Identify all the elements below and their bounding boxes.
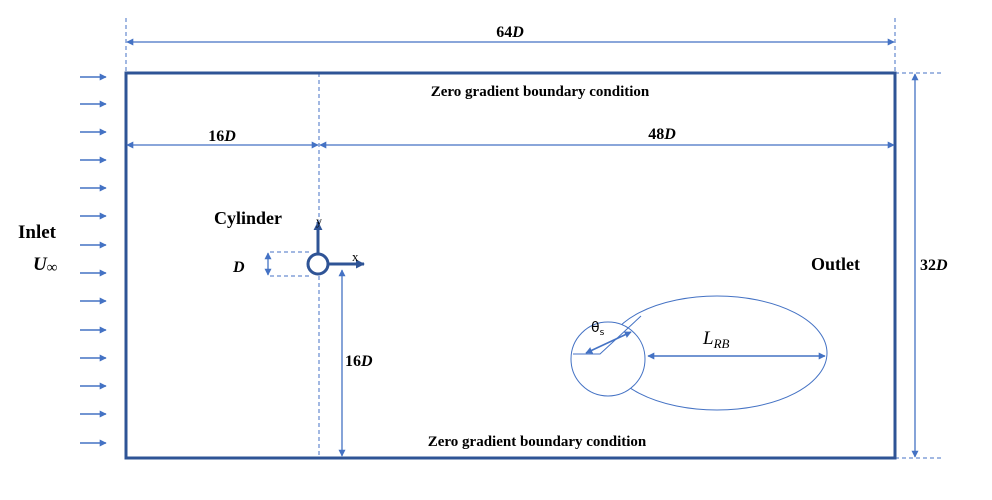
inflow-arrows (80, 73, 107, 447)
separation-arrow (585, 331, 632, 354)
domain-boundary (124, 71, 897, 460)
circle-icon (306, 252, 330, 276)
cylinder-group (306, 221, 365, 276)
downstream-label: 48D (648, 126, 676, 143)
bubble-cylinder (570, 321, 646, 397)
dimension-arrows (126, 38, 919, 458)
recirculation-length-label: LRB (702, 328, 730, 351)
height-label: 32D (920, 257, 948, 274)
separation-angle-lines (573, 315, 642, 355)
lower-label: 16D (345, 353, 373, 370)
upstream-label: 16D (208, 128, 236, 145)
separation-angle-label: θs (591, 320, 605, 338)
inlet-label: Inlet (18, 222, 57, 243)
bottom-boundary-label: Zero gradient boundary condition (428, 434, 647, 450)
recirculation-bubble (570, 295, 828, 411)
velocity-label: U∞ (33, 254, 58, 276)
x-axis-label: x (352, 249, 359, 264)
diameter-label: D (232, 259, 245, 276)
y-axis-label: y (316, 214, 322, 228)
top-boundary-label: Zero gradient boundary condition (431, 84, 650, 100)
outlet-label: Outlet (811, 254, 860, 274)
cylinder-label: Cylinder (214, 208, 282, 228)
width-label: 64D (496, 24, 524, 41)
